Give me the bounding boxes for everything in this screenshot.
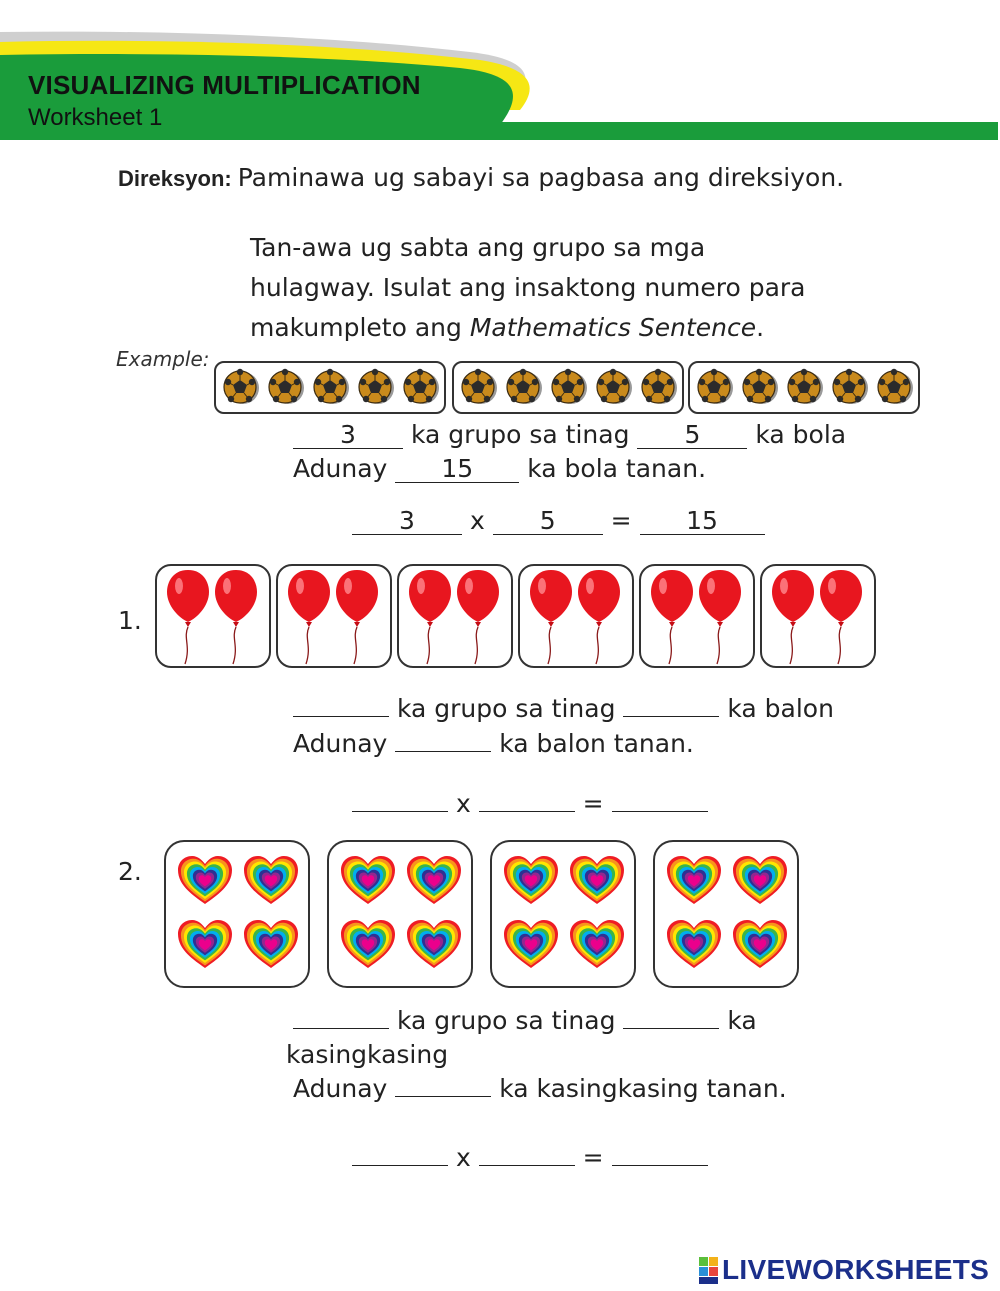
item-1-group-box	[518, 564, 634, 668]
soccer-ball-icon	[877, 368, 913, 404]
instruction-line-3: makumpleto ang Mathematics Sentence.	[250, 313, 765, 342]
item-1-eq-factor-1[interactable]	[352, 811, 448, 812]
rainbow-heart-icon	[667, 920, 721, 968]
item-1-equation: x =	[352, 789, 708, 818]
red-balloon-icon	[409, 570, 451, 665]
item-2-group-box	[327, 840, 473, 988]
footer-brand: LIVEWORKSHEETS	[722, 1254, 990, 1285]
rainbow-heart-icon	[178, 856, 232, 904]
rainbow-heart-icon	[341, 920, 395, 968]
example-group-box	[452, 361, 684, 414]
soccer-ball-icon	[551, 368, 587, 404]
example-equation: 3 x 5 = 15	[352, 506, 765, 535]
item-2-group-box	[164, 840, 310, 988]
item-1-group-box	[276, 564, 392, 668]
item-2-number: 2.	[118, 857, 142, 886]
example-blank-per-group: 5	[637, 422, 748, 449]
example-group-box	[214, 361, 446, 414]
example-group-box	[688, 361, 920, 414]
item-1-eq-factor-2[interactable]	[478, 811, 575, 812]
red-balloon-icon	[336, 570, 378, 665]
worksheet-subtitle: Worksheet 1	[28, 104, 163, 131]
item-1-group-box	[155, 564, 271, 668]
example-blank-groups: 3	[293, 422, 403, 449]
red-balloon-icon	[578, 570, 620, 665]
rainbow-heart-icon	[341, 856, 395, 904]
example-blank-total: 15	[395, 456, 520, 483]
soccer-ball-icon	[596, 368, 632, 404]
rainbow-heart-icon	[178, 920, 232, 968]
example-eq-product: 15	[639, 508, 765, 535]
soccer-ball-icon	[641, 368, 677, 404]
soccer-ball-icon	[697, 368, 733, 404]
rainbow-heart-icon	[570, 856, 624, 904]
rainbow-heart-icon	[407, 920, 461, 968]
soccer-ball-icon	[506, 368, 542, 404]
item-2-group-box	[653, 840, 799, 988]
rainbow-heart-icon	[570, 920, 624, 968]
rainbow-heart-icon	[504, 920, 558, 968]
instructions: Tan-awa ug sabta ang grupo sa mga hulagw…	[250, 228, 890, 348]
item-2-sentence-2: Adunay ka kasingkasing tanan.	[293, 1074, 787, 1103]
item-2-sentence-1-wrap: kasingkasing	[286, 1040, 449, 1069]
rainbow-heart-icon	[244, 856, 298, 904]
rainbow-heart-icon	[407, 856, 461, 904]
soccer-ball-icon	[461, 368, 497, 404]
soccer-ball-icon	[268, 368, 304, 404]
rainbow-heart-icon	[733, 920, 787, 968]
item-2-sentence-1: ka grupo sa tinag ka	[293, 1006, 757, 1035]
red-balloon-icon	[288, 570, 330, 665]
item-2-blank-per-group[interactable]	[623, 1028, 720, 1029]
item-1-group-box	[760, 564, 876, 668]
red-balloon-icon	[530, 570, 572, 665]
soccer-ball-icon	[832, 368, 868, 404]
liveworksheets-logo-icon	[699, 1257, 718, 1284]
instruction-line-1: Tan-awa ug sabta ang grupo sa mga	[250, 233, 706, 262]
direction-label: Direksyon:	[118, 166, 232, 191]
item-1-blank-groups[interactable]	[293, 716, 389, 717]
item-2-eq-factor-1[interactable]	[352, 1165, 448, 1166]
item-2-group-box	[490, 840, 636, 988]
soccer-ball-icon	[742, 368, 778, 404]
header-banner	[0, 31, 998, 140]
example-sentence-1: 3 ka grupo sa tinag 5 ka bola	[293, 420, 846, 449]
item-2-eq-product[interactable]	[611, 1165, 708, 1166]
item-2-blank-total[interactable]	[395, 1096, 492, 1097]
soccer-ball-icon	[787, 368, 823, 404]
item-2-eq-factor-2[interactable]	[478, 1165, 575, 1166]
item-1-sentence-2: Adunay ka balon tanan.	[293, 729, 694, 758]
soccer-ball-icon	[358, 368, 394, 404]
example-eq-factor-1: 3	[352, 508, 462, 535]
item-1-group-box	[397, 564, 513, 668]
soccer-ball-icon	[313, 368, 349, 404]
direction-text: Paminawa ug sabayi sa pagbasa ang direks…	[237, 163, 845, 192]
red-balloon-icon	[167, 570, 209, 665]
red-balloon-icon	[699, 570, 741, 665]
item-1-blank-per-group[interactable]	[623, 716, 720, 717]
red-balloon-icon	[651, 570, 693, 665]
rainbow-heart-icon	[244, 920, 298, 968]
red-balloon-icon	[215, 570, 257, 665]
example-sentence-2: Adunay 15 ka bola tanan.	[293, 454, 707, 483]
item-1-group-box	[639, 564, 755, 668]
red-balloon-icon	[820, 570, 862, 665]
example-label: Example:	[116, 347, 210, 371]
soccer-ball-icon	[223, 368, 259, 404]
item-1-sentence-1: ka grupo sa tinag ka balon	[293, 694, 834, 723]
item-2-blank-groups[interactable]	[293, 1028, 389, 1029]
item-2-equation: x =	[352, 1143, 708, 1172]
instruction-line-2: hulagway. Isulat ang insaktong numero pa…	[250, 273, 806, 302]
rainbow-heart-icon	[667, 856, 721, 904]
worksheet-title: VISUALIZING MULTIPLICATION	[28, 70, 421, 100]
red-balloon-icon	[772, 570, 814, 665]
item-1-blank-total[interactable]	[395, 751, 492, 752]
rainbow-heart-icon	[504, 856, 558, 904]
soccer-ball-icon	[403, 368, 439, 404]
red-balloon-icon	[457, 570, 499, 665]
direction-line: Direksyon:Paminawa ug sabayi sa pagbasa …	[118, 163, 844, 192]
example-eq-factor-2: 5	[492, 508, 603, 535]
rainbow-heart-icon	[733, 856, 787, 904]
item-1-number: 1.	[118, 606, 142, 635]
item-1-eq-product[interactable]	[611, 811, 708, 812]
